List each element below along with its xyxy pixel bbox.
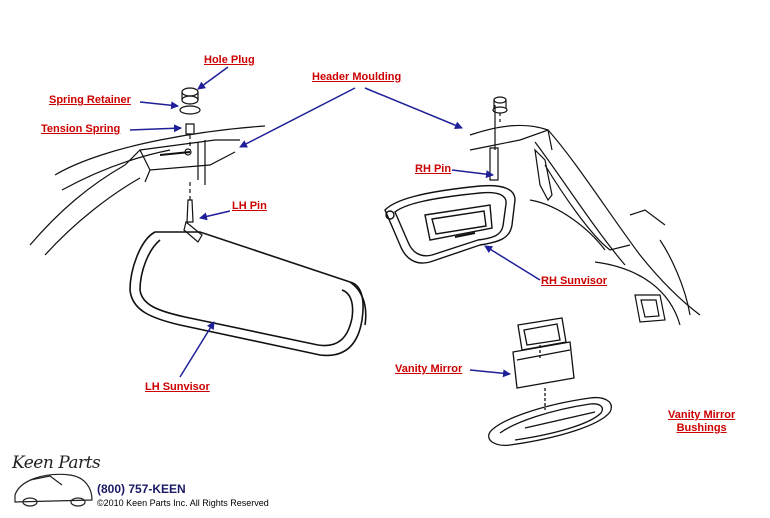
vanity-mirror-bushings-link[interactable]: Vanity Mirror Bushings [668, 409, 735, 435]
keen-parts-logo: Keen Parts [12, 453, 101, 473]
header-moulding-link[interactable]: Header Moulding [312, 71, 402, 83]
lh-sunvisor-link[interactable]: LH Sunvisor [145, 381, 210, 393]
phone-number: (800) 757-KEEN [97, 482, 186, 496]
rh-sunvisor-drawing [384, 184, 516, 264]
left-header-line-art [29, 125, 266, 256]
lh-pin-link[interactable]: LH Pin [232, 200, 267, 212]
leader-arrows [129, 66, 541, 378]
hole-plug-link[interactable]: Hole Plug [204, 54, 255, 66]
rh-pin-link[interactable]: RH Pin [415, 163, 452, 175]
lh-sunvisor-drawing [129, 231, 367, 357]
spring-retainer-link[interactable]: Spring Retainer [49, 94, 131, 106]
vanity-mirror-bushings-line2: Bushings [676, 422, 727, 434]
left-hardware-stack [179, 87, 203, 243]
vanity-mirror-drawing [488, 317, 612, 446]
right-header-line-art [469, 105, 701, 326]
tension-spring-link[interactable]: Tension Spring [41, 123, 121, 135]
keen-parts-logo-car [14, 473, 93, 507]
vanity-mirror-bushings-line1: Vanity Mirror [668, 409, 736, 421]
copyright-notice: ©2010 Keen Parts Inc. All Rights Reserve… [97, 498, 269, 508]
rh-sunvisor-link[interactable]: RH Sunvisor [541, 275, 608, 287]
vanity-mirror-link[interactable]: Vanity Mirror [395, 363, 463, 375]
right-hardware-stack [492, 96, 508, 122]
